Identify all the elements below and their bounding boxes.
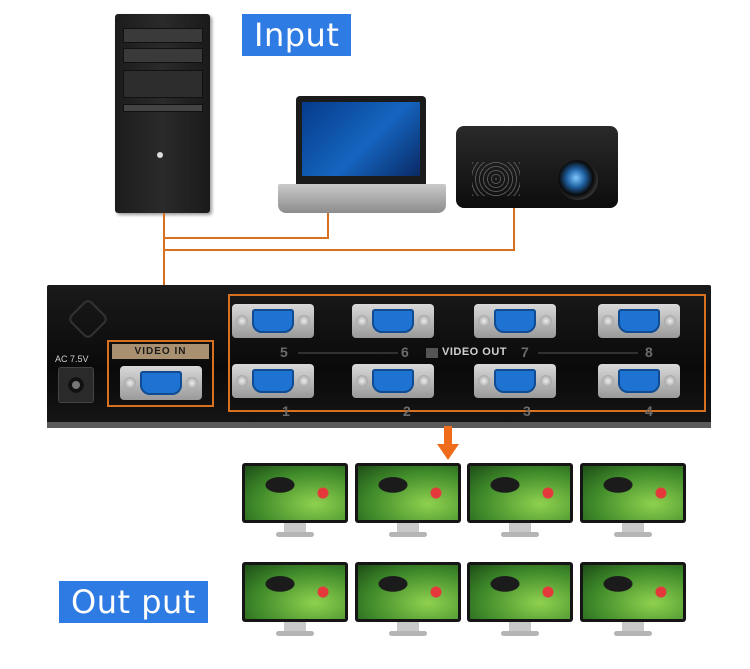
port-number-6: 6 (401, 344, 409, 360)
projector-line (164, 208, 515, 251)
video-out-highlight (228, 294, 706, 412)
monitor-icon (580, 562, 686, 638)
port-number-3: 3 (523, 403, 531, 419)
laptop-base (278, 184, 446, 213)
output-label: Out put (59, 581, 208, 623)
arrow-down-icon (437, 426, 459, 460)
vga-output-port-4 (598, 364, 680, 398)
port-number-5: 5 (280, 344, 288, 360)
power-jack (58, 367, 94, 403)
monitor-icon (467, 562, 573, 638)
port-number-7: 7 (521, 344, 529, 360)
monitor-icon (355, 562, 461, 638)
monitor-icon (355, 463, 461, 539)
monitor-icon (242, 463, 348, 539)
monitor-icon (242, 562, 348, 638)
monitor-icon (580, 463, 686, 539)
video-out-divider (298, 348, 638, 358)
port-number-8: 8 (645, 344, 653, 360)
video-in-highlight (107, 340, 214, 407)
port-number-1: 1 (282, 403, 290, 419)
vga-output-port-8 (598, 304, 680, 338)
monitor-icon (467, 463, 573, 539)
vga-output-port-1 (232, 364, 314, 398)
vga-output-port-2 (352, 364, 434, 398)
vga-output-port-6 (352, 304, 434, 338)
input-label: Input (242, 14, 352, 56)
desktop-tower-icon (115, 14, 210, 213)
port-number-2: 2 (403, 403, 411, 419)
laptop-icon (296, 96, 426, 184)
port-number-4: 4 (645, 403, 653, 419)
power-label: AC 7.5V (55, 354, 89, 364)
device-bottom-edge (47, 422, 711, 428)
video-out-label: VIDEO OUT (442, 346, 508, 358)
video-in-label: VIDEO IN (112, 344, 209, 359)
vga-output-port-3 (474, 364, 556, 398)
vga-input-port (120, 366, 202, 400)
laptop-line (164, 213, 329, 239)
vga-output-port-5 (232, 304, 314, 338)
vga-output-port-7 (474, 304, 556, 338)
projector-icon (456, 126, 618, 208)
